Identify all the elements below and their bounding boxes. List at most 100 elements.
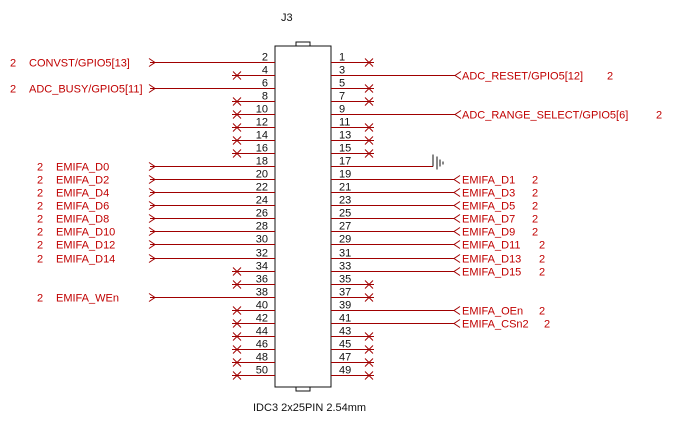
net-sheet-ref: 2 (539, 267, 545, 279)
net-label: EMIFA_D8 (56, 214, 109, 226)
net-port-arrow (148, 227, 156, 236)
net-label: EMIFA_D9 (462, 227, 515, 239)
net-sheet-ref: 2 (532, 214, 538, 226)
pin-number: 1 (339, 52, 345, 64)
pin-number: 26 (256, 208, 268, 220)
net-label: EMIFA_D14 (56, 254, 115, 266)
pin-number: 48 (256, 352, 268, 364)
net-label: EMIFA_D2 (56, 175, 109, 187)
no-connect-marker (364, 97, 374, 106)
net-sheet-ref: 2 (10, 84, 16, 96)
connector-body (274, 45, 332, 388)
pin-number: 25 (339, 208, 351, 220)
pin-number: 22 (256, 182, 268, 194)
net-port-arrow (148, 175, 156, 184)
pin-number: 38 (256, 287, 268, 299)
no-connect-marker (232, 280, 242, 289)
net-sheet-ref: 2 (656, 110, 662, 122)
net-port-arrow (148, 240, 156, 249)
net-label: EMIFA_OEn (462, 306, 523, 318)
pin-number: 36 (256, 274, 268, 286)
connector-key-top (295, 41, 311, 47)
pin-number: 16 (256, 143, 268, 155)
net-label: ADC_RANGE_SELECT/GPIO5[6] (462, 110, 628, 122)
pin-number: 39 (339, 300, 351, 312)
net-label: EMIFA_D0 (56, 162, 109, 174)
net-label: EMIFA_D7 (462, 214, 515, 226)
net-label: EMIFA_D6 (56, 201, 109, 213)
net-sheet-ref: 2 (532, 201, 538, 213)
pin-number: 41 (339, 313, 351, 325)
pin-number: 11 (339, 117, 350, 129)
no-connect-marker (232, 149, 242, 158)
net-label: ADC_BUSY/GPIO5[11] (29, 84, 143, 96)
net-sheet-ref: 2 (37, 227, 43, 239)
pin-number: 23 (339, 195, 351, 207)
pin-number: 7 (339, 91, 345, 103)
pin-number: 35 (339, 274, 351, 286)
net-port-arrow (148, 293, 156, 302)
pin-number: 31 (339, 248, 351, 260)
no-connect-marker (364, 84, 374, 93)
net-sheet-ref: 2 (37, 162, 43, 174)
pin-number: 18 (256, 156, 268, 168)
no-connect-marker (232, 306, 242, 315)
net-sheet-ref: 2 (532, 227, 538, 239)
pin-number: 32 (256, 248, 268, 260)
no-connect-marker (232, 345, 242, 354)
pin-number: 29 (339, 234, 351, 246)
pin-number: 42 (256, 313, 268, 325)
pin-number: 28 (256, 221, 268, 233)
pin-number: 9 (339, 104, 345, 116)
pin-number: 8 (262, 91, 268, 103)
net-sheet-ref: 2 (37, 175, 43, 187)
pin-number: 20 (256, 169, 268, 181)
net-sheet-ref: 2 (544, 319, 550, 331)
no-connect-marker (364, 58, 374, 67)
no-connect-marker (364, 149, 374, 158)
net-sheet-ref: 2 (607, 71, 613, 83)
no-connect-marker (364, 123, 374, 132)
no-connect-marker (232, 110, 242, 119)
net-sheet-ref: 2 (539, 240, 545, 252)
net-port-arrow (453, 214, 461, 223)
no-connect-marker (232, 319, 242, 328)
no-connect-marker (232, 71, 242, 80)
pin-number: 14 (256, 130, 268, 142)
net-port-arrow (148, 58, 156, 67)
net-label: ADC_RESET/GPIO5[12] (462, 71, 583, 83)
pin-number: 34 (256, 261, 268, 273)
pin-number: 43 (339, 326, 351, 338)
no-connect-marker (364, 280, 374, 289)
pin-number: 44 (256, 326, 268, 338)
pin-number: 45 (339, 339, 351, 351)
pin-number: 46 (256, 339, 268, 351)
net-port-arrow (453, 227, 461, 236)
net-port-arrow (148, 254, 156, 263)
net-sheet-ref: 2 (37, 201, 43, 213)
pin-number: 17 (339, 156, 351, 168)
no-connect-marker (364, 371, 374, 380)
net-label: EMIFA_D10 (56, 227, 115, 239)
pin-number: 49 (339, 365, 351, 377)
net-sheet-ref: 2 (539, 306, 545, 318)
pin-number: 4 (262, 65, 268, 77)
pin-number: 24 (256, 195, 268, 207)
net-sheet-ref: 2 (532, 175, 538, 187)
no-connect-marker (364, 136, 374, 145)
no-connect-marker (232, 332, 242, 341)
net-sheet-ref: 2 (37, 240, 43, 252)
pin-number: 30 (256, 234, 268, 246)
net-port-arrow (148, 214, 156, 223)
net-sheet-ref: 2 (539, 254, 545, 266)
pin-number: 3 (339, 65, 345, 77)
no-connect-marker (364, 332, 374, 341)
no-connect-marker (364, 345, 374, 354)
net-label: EMIFA_D1 (462, 175, 515, 187)
no-connect-marker (364, 293, 374, 302)
pin-number: 33 (339, 261, 351, 273)
no-connect-marker (232, 358, 242, 367)
pin-number: 21 (339, 182, 351, 194)
